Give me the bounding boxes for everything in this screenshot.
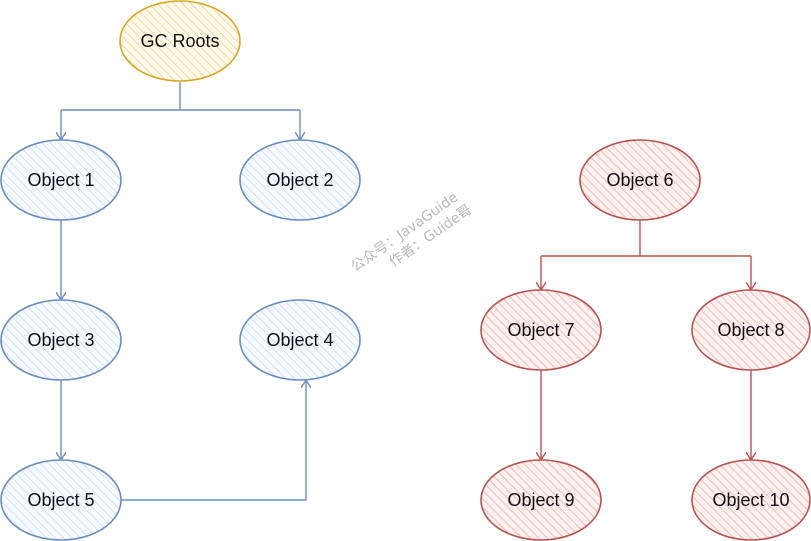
node-object-7: Object 7 bbox=[480, 289, 602, 371]
node-object-2: Object 2 bbox=[239, 139, 361, 221]
unreachable-edges bbox=[541, 220, 751, 460]
node-object-5: Object 5 bbox=[0, 459, 122, 541]
edge-gc-roots-branch bbox=[61, 82, 300, 111]
node-label-object-7: Object 7 bbox=[507, 320, 574, 340]
node-label-object-1: Object 1 bbox=[27, 170, 94, 190]
node-object-10: Object 10 bbox=[691, 459, 811, 541]
node-label-object-2: Object 2 bbox=[266, 170, 333, 190]
node-object-6: Object 6 bbox=[579, 139, 701, 221]
node-object-1: Object 1 bbox=[0, 139, 122, 221]
edge-object-6-branch bbox=[541, 220, 751, 257]
node-label-object-5: Object 5 bbox=[27, 490, 94, 510]
node-label-object-9: Object 9 bbox=[507, 490, 574, 510]
node-label-object-6: Object 6 bbox=[606, 170, 673, 190]
node-object-9: Object 9 bbox=[480, 459, 602, 541]
node-label-object-10: Object 10 bbox=[712, 490, 789, 510]
node-label-gc-roots: GC Roots bbox=[140, 31, 219, 51]
node-object-3: Object 3 bbox=[0, 299, 122, 381]
edge-object-5-to-object-4 bbox=[121, 380, 306, 501]
reachable-edges bbox=[61, 82, 306, 501]
node-label-object-4: Object 4 bbox=[266, 330, 333, 350]
node-object-4: Object 4 bbox=[239, 299, 361, 381]
node-gc-roots: GC Roots bbox=[119, 0, 241, 82]
node-label-object-3: Object 3 bbox=[27, 330, 94, 350]
node-label-object-8: Object 8 bbox=[717, 320, 784, 340]
node-object-8: Object 8 bbox=[691, 289, 811, 371]
watermark: 公众号：JavaGuide 作者：Guide哥 bbox=[348, 190, 475, 276]
